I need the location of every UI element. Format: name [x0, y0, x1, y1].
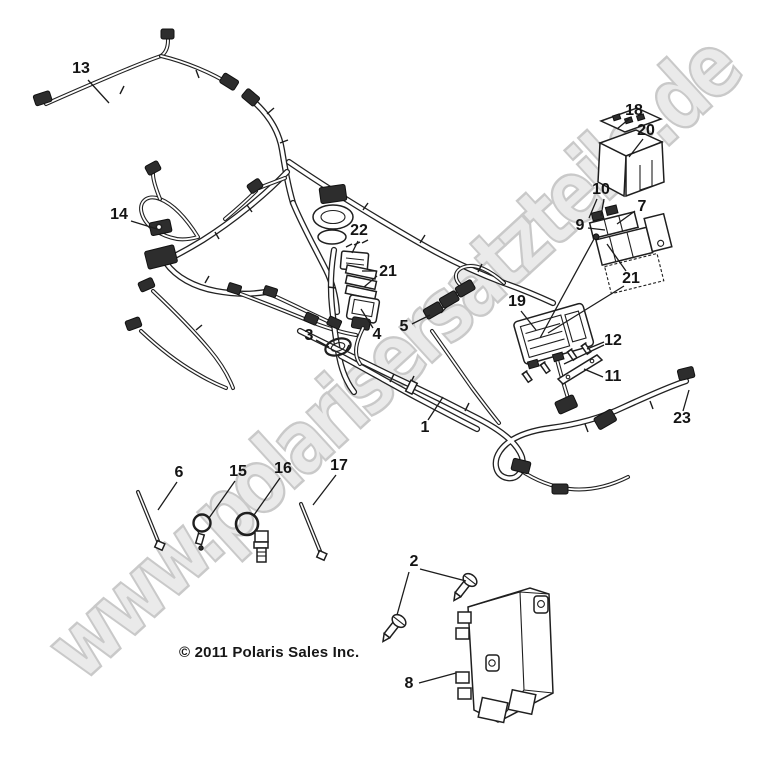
leader-line-3 [315, 339, 330, 348]
clamp-15-drawing [192, 513, 212, 551]
leader-line-16 [253, 477, 281, 516]
leader-line-17 [312, 474, 337, 506]
leader-line-1 [427, 396, 444, 421]
fuse-stack-21-drawing [344, 264, 378, 301]
tube-segment-ticks [195, 107, 654, 433]
leader-line-12 [563, 344, 605, 365]
leader-line-19 [520, 310, 537, 331]
leader-line-7 [616, 210, 636, 225]
leader-line-20 [628, 138, 644, 158]
leader-line-4 [360, 308, 374, 329]
leader-line-11 [583, 368, 604, 378]
leader-line-10 [600, 198, 605, 217]
screws-12-drawing [521, 342, 592, 384]
leader-line-21a [363, 275, 378, 288]
fuse-block-drawing [588, 204, 673, 295]
jumper-harness-13-drawing [32, 28, 240, 107]
leader-line-2 [396, 571, 410, 616]
leader-line-18 [616, 118, 630, 130]
diagram-canvas: www.polarisersatzteile.de [25, 16, 759, 724]
leader-line-21b [539, 238, 595, 339]
leader-line-21b [547, 285, 625, 334]
leader-line-10 [588, 198, 598, 219]
grommet-3-drawing [324, 337, 352, 357]
leader-line-22 [351, 240, 359, 254]
clamp-14-drawing [148, 218, 173, 237]
fuse-box-cover-drawing [597, 129, 665, 198]
screws-2-drawing [382, 572, 478, 643]
cable-tie-17-drawing [299, 502, 328, 562]
main-harness-drawing [124, 88, 696, 495]
leader-line-13 [87, 79, 110, 104]
leader-line-5 [411, 314, 431, 325]
copyright-notice: © 2011 Polaris Sales Inc. [179, 644, 360, 661]
round-tower-connector-drawing [312, 184, 354, 245]
leader-line-2 [419, 568, 467, 582]
callout-leader-lines [87, 79, 690, 684]
leader-line-21b [606, 243, 627, 272]
harness-connectors [124, 88, 696, 495]
leader-line-9 [587, 227, 606, 231]
ecu-8-drawing [455, 587, 554, 724]
cable-tie-6-drawing [136, 490, 166, 552]
leader-line-23 [682, 389, 690, 412]
clamp-16-drawing [234, 511, 269, 563]
leader-line-14 [130, 220, 158, 230]
module-19-drawing [513, 302, 595, 370]
parts-diagram-page: { "page": { "watermark": "www.polarisers… [25, 15, 759, 724]
leader-line-8 [418, 672, 457, 684]
connector-4-drawing [345, 294, 381, 366]
leader-line-15 [208, 480, 236, 519]
fuse-box-lid-drawing [599, 107, 663, 133]
leader-line-12 [586, 341, 605, 350]
bracket-11-drawing [556, 354, 604, 385]
leader-line-6 [157, 481, 178, 511]
